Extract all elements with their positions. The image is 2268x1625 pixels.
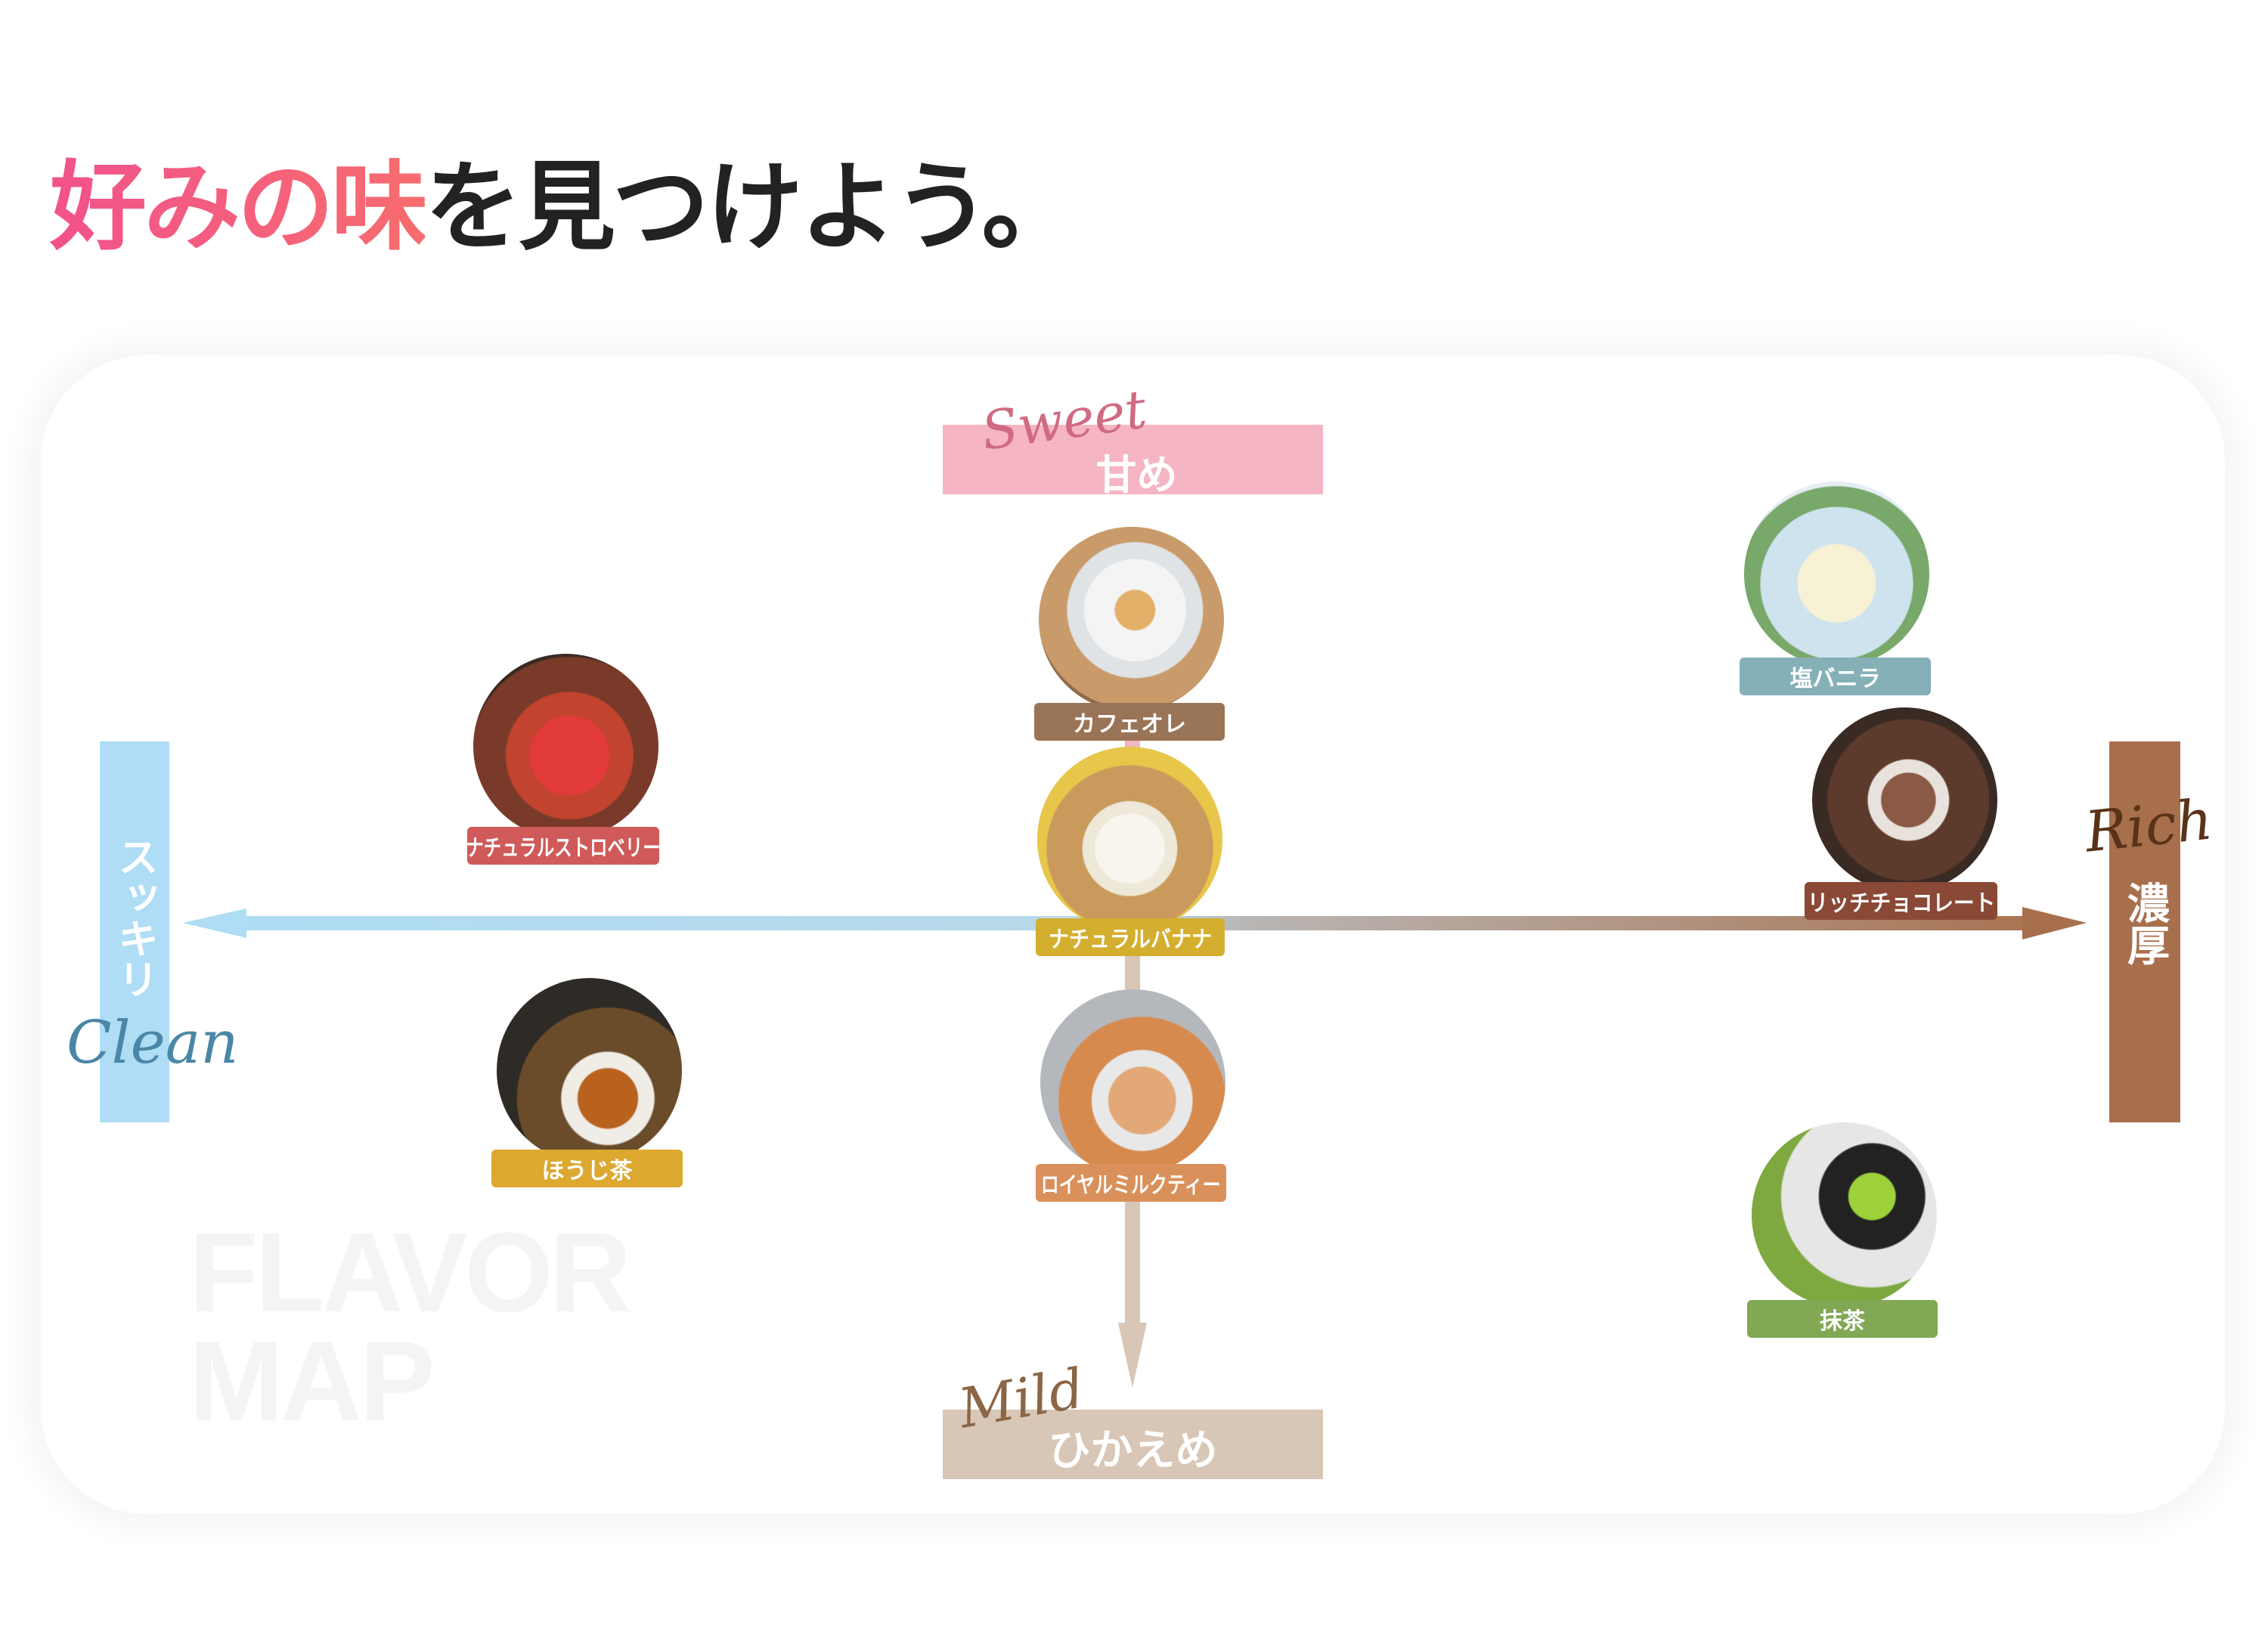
arrowhead-right xyxy=(2022,907,2087,939)
salt-vanilla-ice-cream-photo xyxy=(1744,481,1929,667)
cafe-au-lait-photo xyxy=(1039,527,1224,712)
watermark-flavor: FLAVOR xyxy=(189,1209,631,1336)
item-label-royal-milk-tea[interactable]: ロイヤルミルクティー xyxy=(1036,1164,1226,1202)
title-rest: を見つけよう。 xyxy=(425,151,1078,264)
title-accent: 好みの味 xyxy=(50,151,428,264)
hojicha-tea-photo xyxy=(497,978,682,1163)
chocolate-drink-photo xyxy=(1812,707,1997,893)
arrowhead-down xyxy=(1118,1323,1147,1388)
axis-sweet-label: 甘め xyxy=(1095,450,1178,499)
axis-clean-script: Clean xyxy=(67,1009,239,1077)
axis-sweet-box: 甘め xyxy=(943,425,1323,499)
strawberry-smoothie-photo xyxy=(473,654,658,839)
item-text: 塩バニラ xyxy=(1789,666,1881,692)
page-title: 好みの味を見つけよう。 xyxy=(50,128,1078,268)
item-label-hojicha[interactable]: ほうじ茶 xyxy=(491,1150,683,1187)
arrowhead-left xyxy=(183,908,246,938)
axis-rich-box: 濃厚 xyxy=(2109,741,2180,1122)
item-text: ナチュラルバナナ xyxy=(1049,927,1212,953)
axis-mild-label: ひかえめ xyxy=(1048,1425,1218,1475)
item-label-matcha[interactable]: 抹茶 xyxy=(1747,1300,1938,1338)
royal-milk-tea-photo xyxy=(1040,989,1225,1175)
axis-rich-label: 濃厚 xyxy=(2120,881,2170,966)
item-label-rich-chocolate[interactable]: リッチチョコレート xyxy=(1805,882,1997,920)
item-text: ナチュラルストロベリー xyxy=(467,835,659,862)
banana-smoothie-photo xyxy=(1037,747,1222,932)
item-label-strawberry[interactable]: ナチュラルストロベリー xyxy=(467,827,659,865)
item-text: 抹茶 xyxy=(1820,1308,1865,1335)
watermark-map: MAP xyxy=(189,1317,435,1444)
axis-clean-box: スッキリ xyxy=(100,741,169,1122)
axis-rich-script: Rich xyxy=(2081,787,2216,865)
axis-clean-label: スッキリ xyxy=(110,836,159,999)
matcha-photo xyxy=(1752,1122,1937,1308)
axis-mild-box: ひかえめ xyxy=(943,1410,1323,1479)
item-text: カフェオレ xyxy=(1073,711,1186,738)
item-text: リッチチョコレート xyxy=(1807,890,1995,917)
item-label-banana[interactable]: ナチュラルバナナ xyxy=(1036,918,1225,956)
item-text: ほうじ茶 xyxy=(541,1158,633,1184)
item-label-salt-vanilla[interactable]: 塩バニラ xyxy=(1740,658,1931,695)
item-text: ロイヤルミルクティー xyxy=(1041,1172,1221,1199)
item-label-cafe-au-lait[interactable]: カフェオレ xyxy=(1034,703,1225,741)
